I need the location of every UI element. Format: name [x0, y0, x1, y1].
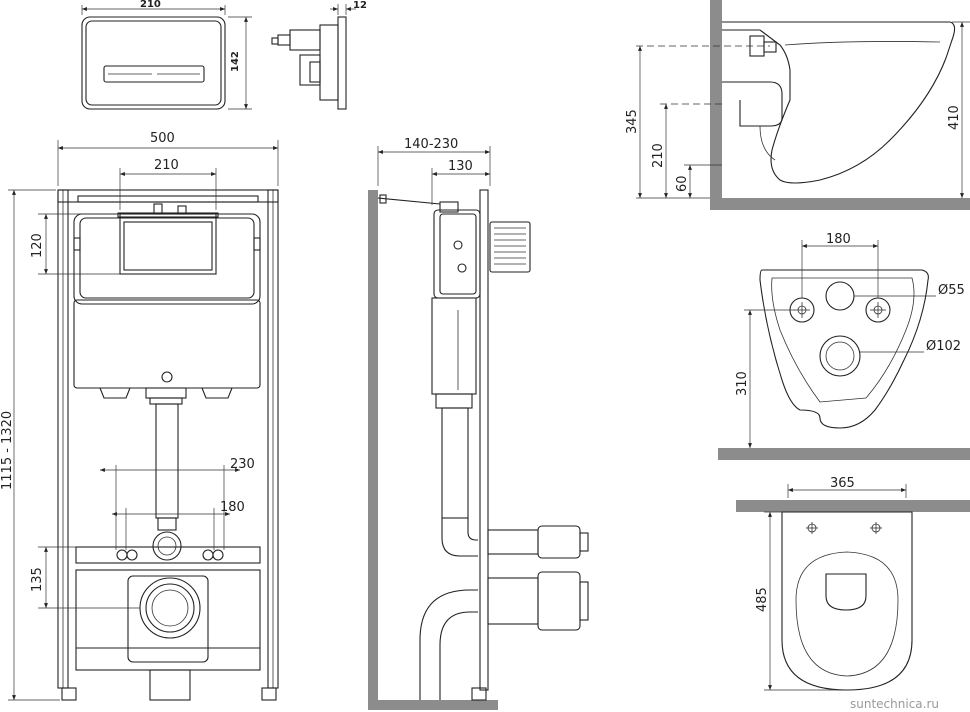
hole-spacing-label: 180 — [826, 232, 851, 247]
bolt-spacing-inner-label: 180 — [220, 500, 245, 515]
button-depth-label: 12 — [353, 0, 367, 11]
frame-side-view — [368, 189, 589, 710]
bowl-back-view: 180 Ø55 Ø102 310 — [718, 232, 970, 460]
height-rim-label: 410 — [947, 105, 962, 130]
height-low-label: 60 — [675, 175, 690, 192]
bowl-side-view: 345 210 60 410 — [625, 0, 970, 210]
drain-height-label: 135 — [30, 567, 45, 592]
top-width-label: 365 — [830, 476, 855, 491]
hole-large-label: Ø102 — [926, 339, 961, 354]
upper-offset-label: 120 — [30, 233, 45, 258]
bolt-spacing-outer-label: 230 — [230, 457, 255, 472]
height-range-label: 1115 - 1320 — [0, 411, 15, 490]
tank-width-label: 210 — [154, 158, 179, 173]
flush-button-front: 210 142 — [81, 0, 252, 110]
frame-width-label: 500 — [150, 131, 175, 146]
watermark: suntechnica.ru — [850, 697, 939, 711]
frame-front-dimensions: 500 210 1115 - 1320 120 230 180 135 — [0, 131, 279, 701]
height-inlet-label: 345 — [625, 109, 640, 134]
back-height-label: 310 — [735, 371, 750, 396]
height-outlet-label: 210 — [651, 143, 666, 168]
button-width-label: 210 — [140, 0, 161, 10]
bowl-top-view: 365 485 — [736, 476, 970, 691]
frame-front-view — [57, 189, 279, 701]
hole-small-label: Ø55 — [938, 283, 965, 298]
frame-side-dimensions: 140-230 130 — [377, 137, 491, 205]
depth-range-label: 140-230 — [404, 137, 458, 152]
button-height-label: 142 — [230, 51, 241, 72]
depth-fixed-label: 130 — [448, 159, 473, 174]
flush-button-side: 12 — [271, 0, 367, 110]
top-length-label: 485 — [755, 587, 770, 612]
